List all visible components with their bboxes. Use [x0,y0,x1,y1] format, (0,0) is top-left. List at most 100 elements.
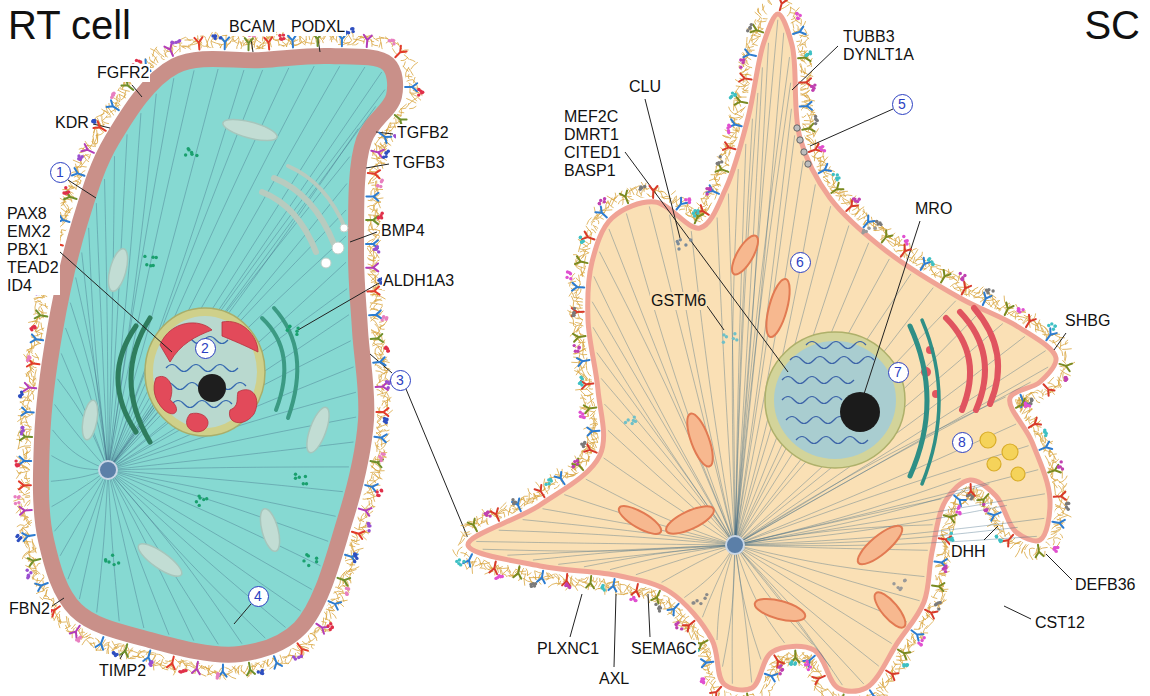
matrix-fiber [587,398,594,404]
matrix-fiber [24,472,27,478]
ligand-dot [380,216,383,219]
ligand-dot [205,497,208,500]
matrix-fiber [768,0,771,5]
ligand-dot [383,420,386,423]
ligand-dot [379,281,382,284]
ligand-dot [112,93,115,96]
ligand-dot [64,186,67,189]
receptor [367,287,379,295]
matrix-fiber [241,670,245,673]
matrix-fiber [235,668,236,674]
matrix-fiber [27,400,30,411]
matrix-fiber [18,471,29,473]
ligand-dot [298,476,301,479]
ligand-dot [296,326,299,329]
ligand-dot [26,576,29,579]
matrix-fiber [368,255,375,258]
matrix-fiber [607,196,617,202]
matrix-fiber [793,22,794,29]
matrix-fiber [371,157,380,159]
microtubule [108,470,265,638]
matrix-fiber [590,427,595,428]
ligand-dot [184,669,187,672]
receptors [19,34,417,677]
ligand-dot [16,534,19,537]
matrix-fiber [62,188,74,190]
matrix-fiber [25,407,30,409]
matrix-fiber [370,472,379,473]
matrix-fiber [35,353,39,360]
matrix-fiber [586,226,591,232]
matrix-fiber [746,37,747,48]
ligand-dot [305,482,308,485]
ligand-dot [26,359,29,362]
microtubule [52,470,108,507]
matrix-fiber [373,202,381,205]
matrix-fiber [52,235,57,237]
ligand-dot [18,495,21,498]
ligand-dot [383,417,386,420]
microtubule [108,467,349,470]
matrix-fiber [636,188,638,195]
matrix-fiber [329,620,332,625]
matrix-fiber [165,660,172,662]
matrix-fiber [34,297,45,300]
ligand-dot [347,31,350,34]
matrix-fiber [713,186,719,190]
receptor [364,35,372,47]
matrix-fiber [579,248,590,250]
receptor [379,133,391,143]
matrix-fiber [27,500,30,506]
receptor [245,38,253,50]
receptor [107,100,119,110]
ligand-dot [392,42,395,45]
matrix-fiber [103,122,110,124]
ligand-dot [42,256,45,259]
ligand-dot [111,554,114,557]
matrix-fiber [758,23,760,31]
ligand-dot [381,212,384,215]
matrix-fiber [41,323,43,332]
matrix-fiber [361,513,364,521]
ligand-dot [375,248,378,251]
matrix-fiber [575,322,582,324]
ligand-dot [20,426,23,429]
ligand-dot [155,256,158,259]
ligand-dot [17,464,20,467]
ligand-dot [145,263,148,266]
matrix-fiber [20,524,26,533]
matrix-fiber [755,19,756,24]
matrix-fiber [406,103,409,108]
matrix-fiber [735,113,742,117]
ligand-dot [326,624,329,627]
matrix-fiber [376,210,380,215]
matrix-fiber [396,119,399,128]
matrix-fiber [400,108,402,116]
matrix-fiber [63,203,70,211]
matrix-fiber [385,130,392,131]
matrix-fiber [368,214,377,216]
matrix-fiber [43,590,46,598]
receptor [374,434,386,442]
matrix-fiber [25,499,31,506]
matrix-fiber [149,57,153,63]
matrix-fiber [299,31,300,43]
ligand-dot [382,453,385,456]
matrix-fiber [748,46,754,48]
receptor [371,460,384,468]
ligand-dot [353,560,356,563]
ligand-dot [44,259,47,262]
matrix-fiber [313,635,317,641]
matrix-fiber [372,206,374,213]
receptor [194,37,202,49]
ligand-dot [261,672,264,675]
matrix-fiber [787,7,791,17]
matrix-fiber [23,398,27,406]
ligand-dot [385,318,388,321]
matrix-fiber [304,42,315,44]
receptor [395,115,407,126]
matrix-fiber [583,243,591,248]
matrix-fiber [32,392,34,399]
matrix-fiber [371,500,374,508]
matrix-fiber [726,152,731,159]
